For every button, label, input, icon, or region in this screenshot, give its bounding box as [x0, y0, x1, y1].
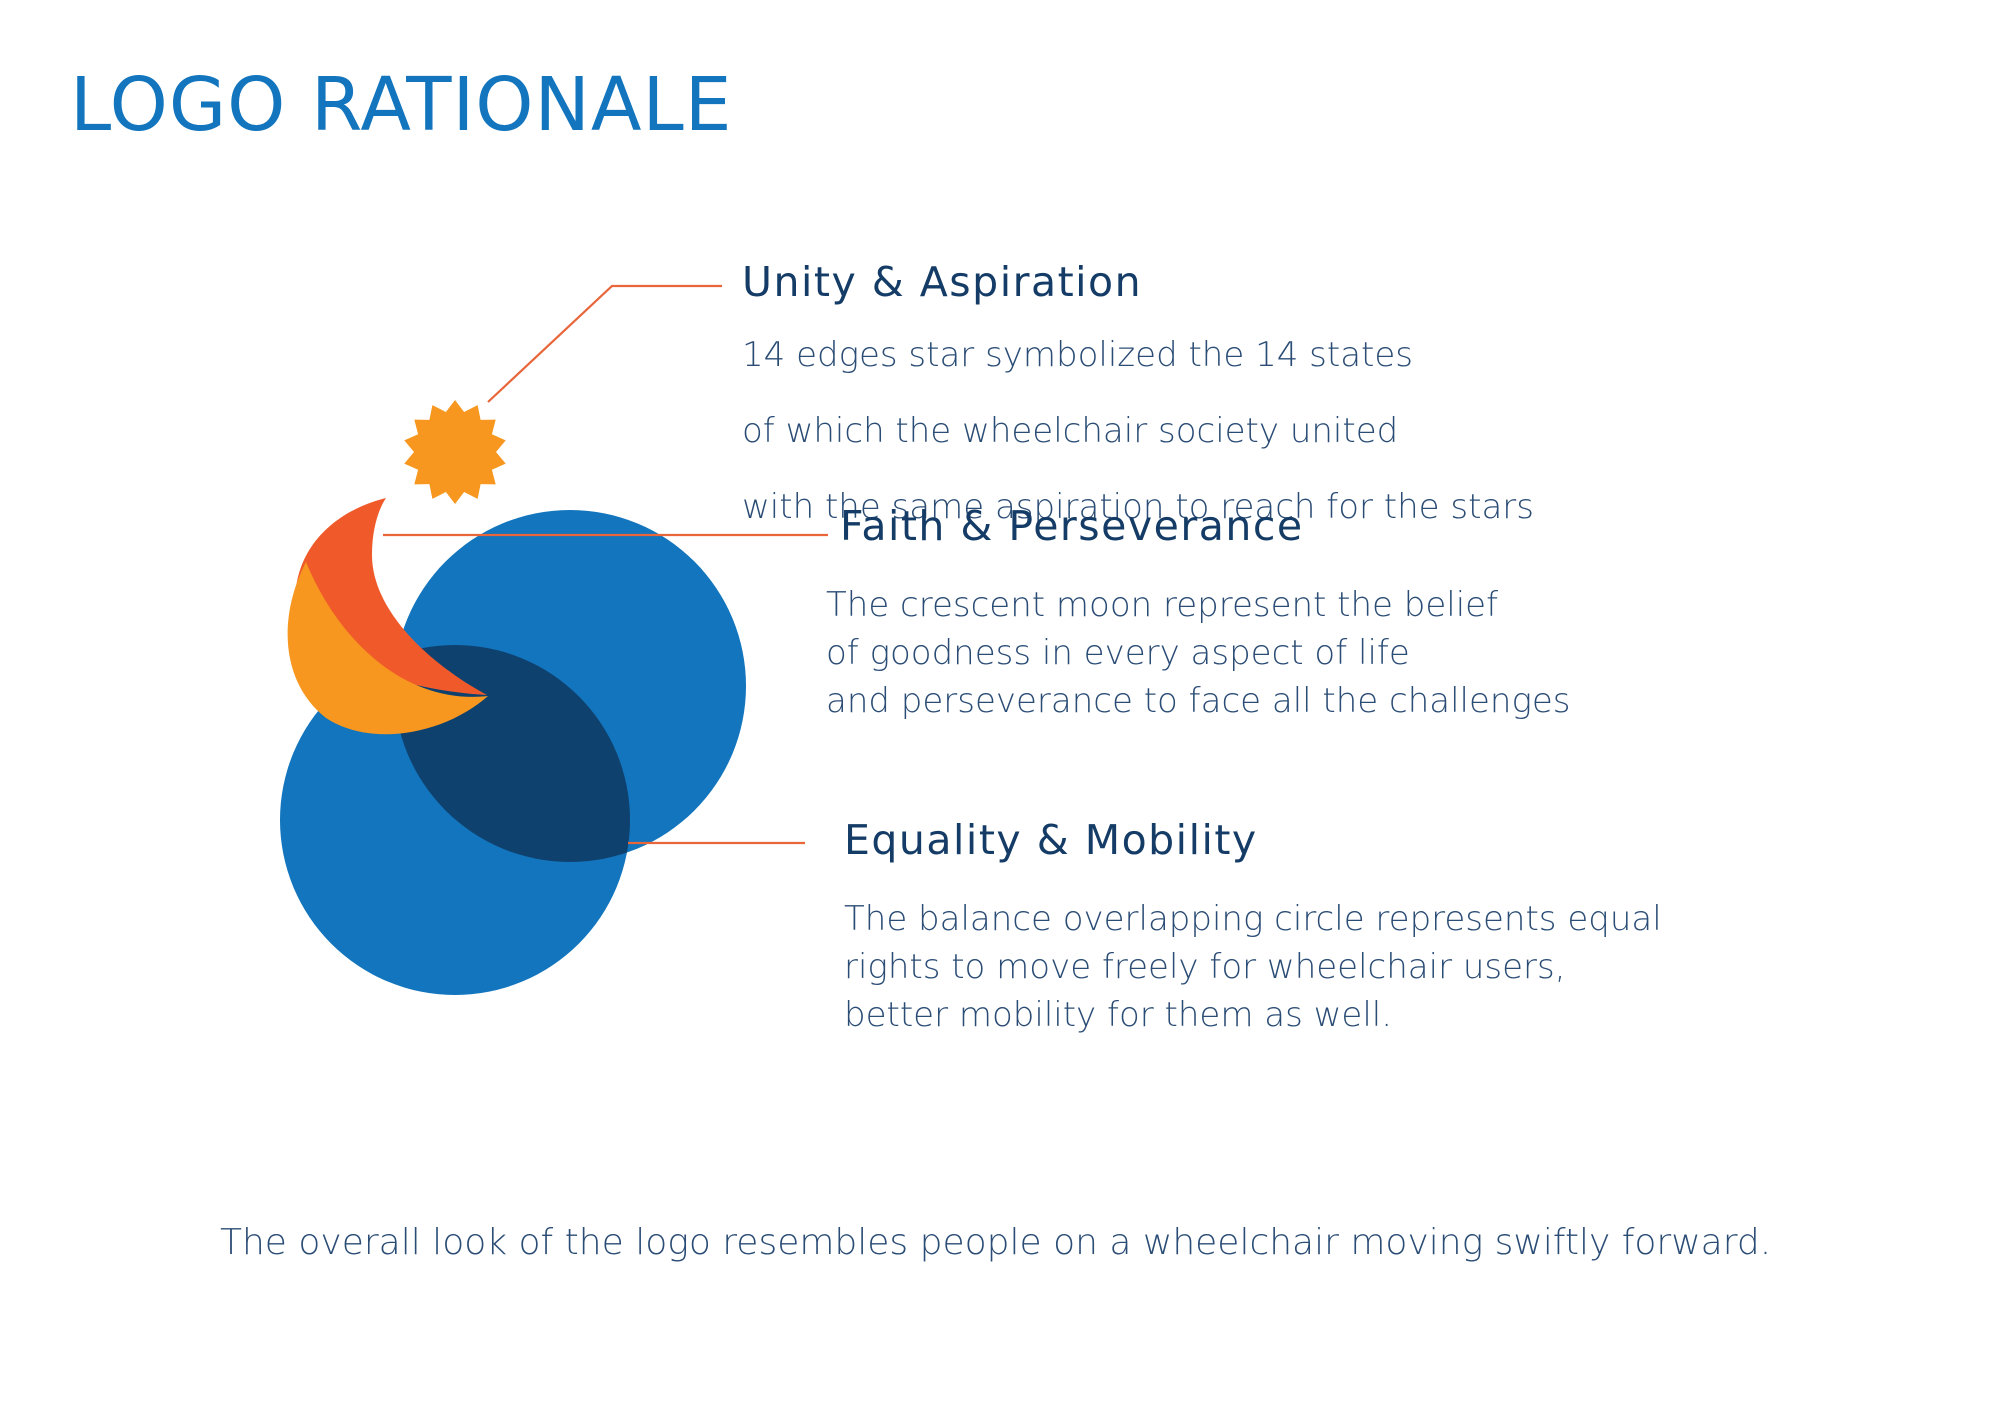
page-title: LOGO RATIONALE: [70, 62, 733, 148]
section-line: better mobility for them as well.: [844, 995, 1393, 1035]
section-line: of goodness in every aspect of life: [826, 633, 1410, 673]
section-line: of which the wheelchair society united: [742, 411, 1399, 451]
section-line: with the same aspiration to reach for th…: [742, 487, 1534, 527]
section-faith-perseverance: Faith & Perseverance The crescent moon r…: [826, 502, 1570, 725]
section-heading: Faith & Perseverance: [840, 502, 1304, 550]
footer-caption: The overall look of the logo resembles p…: [220, 1222, 1772, 1263]
leader-line-unity: [487, 284, 722, 403]
star-icon: [404, 400, 506, 504]
section-equality-mobility: Equality & Mobility The balance overlapp…: [844, 820, 1662, 1039]
section-line: rights to move freely for wheelchair use…: [844, 947, 1566, 987]
section-line: and perseverance to face all the challen…: [826, 681, 1571, 721]
section-heading: Equality & Mobility: [844, 816, 1258, 864]
section-line: The balance overlapping circle represent…: [844, 899, 1662, 939]
crescent-moon-orange: [287, 562, 488, 735]
section-line: 14 edges star symbolized the 14 states: [742, 335, 1413, 375]
section-heading: Unity & Aspiration: [742, 258, 1143, 306]
section-unity-aspiration: Unity & Aspiration 14 edges star symboli…: [742, 262, 1534, 531]
section-line: The crescent moon represent the belief: [826, 585, 1499, 625]
